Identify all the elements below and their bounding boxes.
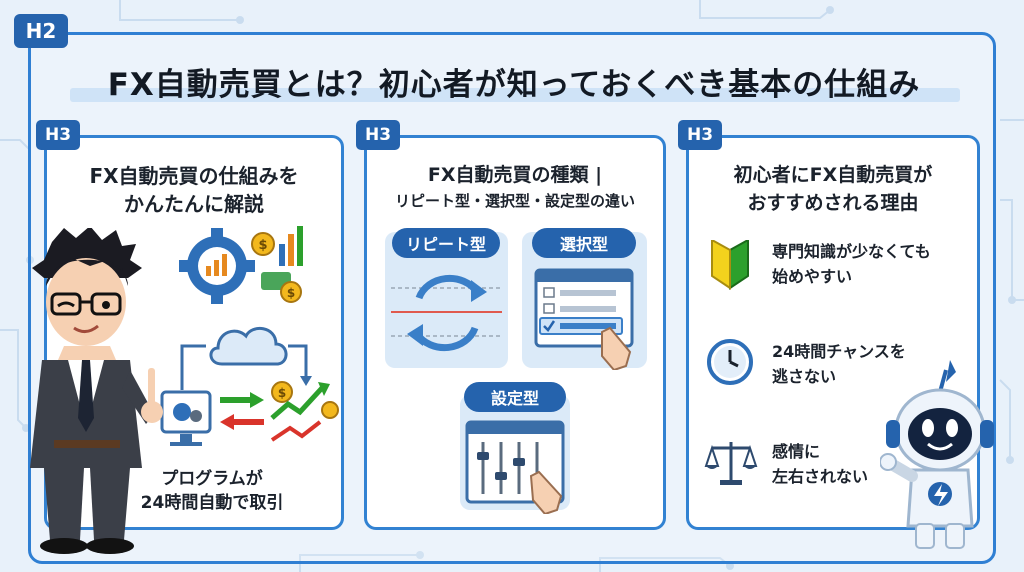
card-mechanism-caption-line1: プログラムが [161,469,263,489]
selection-list-icon [534,268,634,370]
clock-icon [707,339,753,385]
page-title: FX自動売買とは？初心者が知っておくべき基本の仕組み [107,66,921,103]
selection-type-label: 選択型 [532,228,636,258]
card-mechanism-caption-line2: 24時間自動で取引 [140,493,284,513]
businessman-character [30,228,163,554]
slider-settings-icon [465,420,565,514]
robot-character [880,360,994,549]
h3-badge-3: H3 [678,120,722,150]
h3-badge-1: H3 [36,120,80,150]
reason-2-line2: 逃さない [772,367,837,386]
card-reasons-title-line1: 初心者にFX自動売買が [733,164,933,186]
card-types-title-line2: リピート型・選択型・設定型の違い [394,192,635,210]
reason-2-line1: 24時間チャンスを [772,342,906,361]
reason-1-line2: 始めやすい [772,267,853,286]
reason-1-line1: 専門知識が少なくても [772,242,931,261]
card-mechanism-title-line1: FX自動売買の仕組みを [89,164,299,188]
svg-text:$: $ [278,386,286,400]
gear-chart-icon: $ $ [179,226,303,304]
svg-text:$: $ [258,238,267,253]
card-reasons-title-line2: おすすめされる理由 [747,192,919,214]
title-highlight [70,88,960,102]
automation-flow-icon: $ [160,327,339,446]
reason-3-line2: 左右されない [772,467,869,486]
setting-type-label: 設定型 [464,382,566,412]
svg-text:$: $ [287,286,295,300]
beginner-mark-icon [711,240,749,290]
h3-badge-2: H3 [356,120,400,150]
repeat-type-label: リピート型 [392,228,500,258]
h2-badge: H2 [14,14,68,48]
card-mechanism-title-line2: かんたんに解説 [124,192,264,216]
repeat-cycle-icon [391,274,502,352]
reason-3-line1: 感情に [772,442,821,461]
card-types-title-line1: FX自動売買の種類 | [427,164,603,186]
scale-icon [704,442,758,485]
